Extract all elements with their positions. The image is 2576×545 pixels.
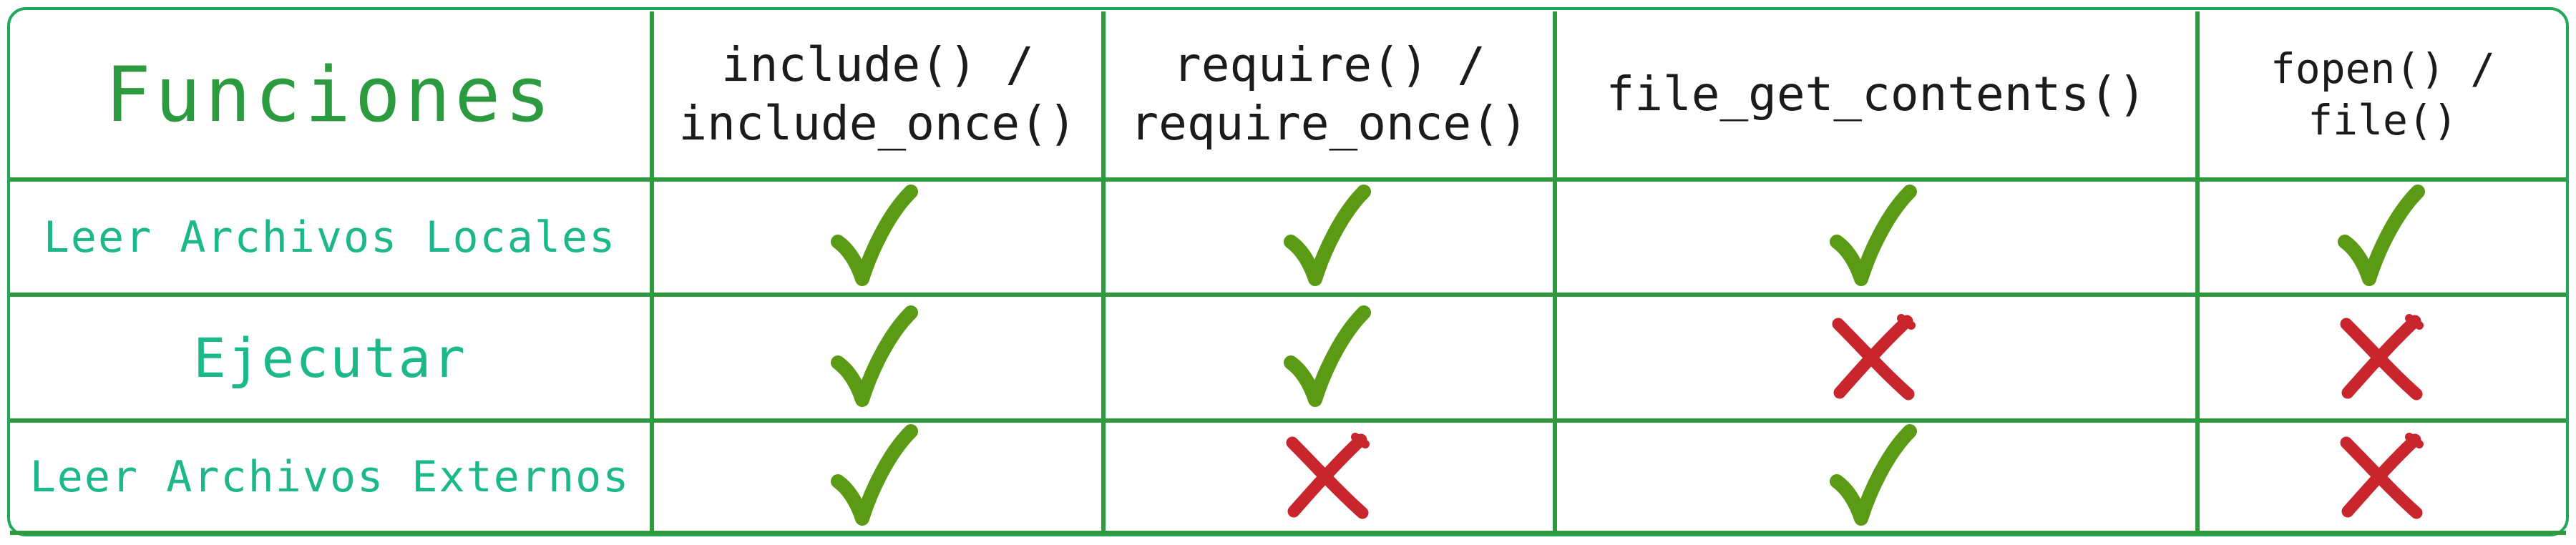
row-label-ejecutar: Ejecutar bbox=[192, 325, 467, 390]
cross-icon bbox=[1281, 430, 1374, 523]
column-header-line: file_get_contents() bbox=[1606, 66, 2147, 122]
table-title: Funciones bbox=[104, 50, 555, 139]
check-icon bbox=[828, 183, 921, 290]
check-icon bbox=[2335, 183, 2428, 290]
table-frame bbox=[7, 7, 2569, 536]
column-header-line: file() bbox=[2308, 96, 2458, 144]
column-header-file-get-contents: file_get_contents() bbox=[1557, 11, 2195, 177]
column-header-include: include() / include_once() bbox=[654, 11, 1101, 177]
column-header-require: require() / require_once() bbox=[1106, 11, 1553, 177]
grid-line bbox=[10, 531, 2566, 535]
grid-line bbox=[10, 177, 2566, 182]
check-icon bbox=[828, 423, 921, 530]
grid-line bbox=[1553, 11, 1557, 535]
cross-icon bbox=[1827, 311, 1920, 404]
column-header-line: require() / bbox=[1172, 36, 1486, 92]
row-label-leer-externos: Leer Archivos Externos bbox=[29, 451, 630, 502]
grid-line bbox=[2195, 11, 2200, 535]
row-label-leer-locales: Leer Archivos Locales bbox=[43, 212, 617, 262]
cross-icon bbox=[2335, 311, 2428, 404]
grid-line bbox=[1101, 11, 1106, 535]
grid-line bbox=[10, 418, 2566, 423]
grid-line bbox=[10, 293, 2566, 297]
check-icon bbox=[1281, 304, 1374, 411]
cross-icon bbox=[2335, 430, 2428, 523]
column-header-line: include() / bbox=[721, 36, 1035, 92]
column-header-line: include_once() bbox=[678, 96, 1077, 151]
column-header-line: require_once() bbox=[1130, 96, 1528, 151]
check-icon bbox=[1827, 423, 1920, 530]
grid-line bbox=[650, 11, 654, 535]
check-icon bbox=[1827, 183, 1920, 290]
column-header-fopen: fopen() / file() bbox=[2200, 11, 2566, 177]
check-icon bbox=[828, 304, 921, 411]
check-icon bbox=[1281, 183, 1374, 290]
column-header-line: fopen() / bbox=[2270, 44, 2496, 93]
